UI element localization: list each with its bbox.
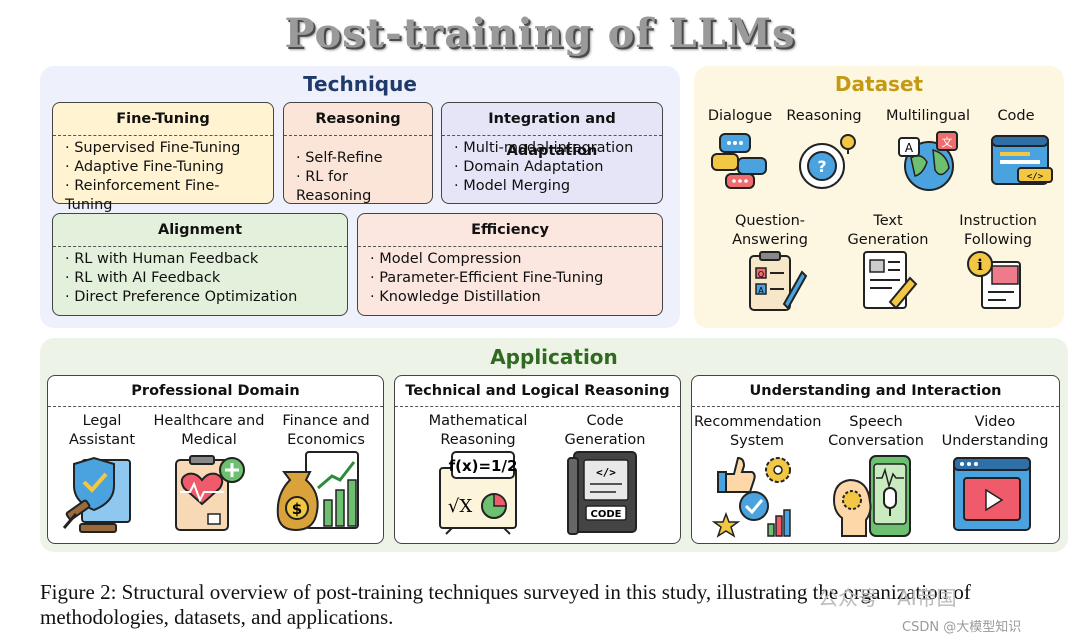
code-book-icon: </> CODE [567, 451, 637, 535]
svg-text:Q: Q [758, 270, 764, 279]
sqrt-text: √X [448, 496, 472, 517]
code-word-text: CODE [591, 509, 622, 520]
list-item: Self-Refine [296, 149, 424, 168]
list-item: Adaptive Fine-Tuning [65, 158, 265, 177]
code-window-icon: </> [991, 135, 1053, 185]
medical-clipboard-icon [175, 455, 245, 531]
clipboard-qa-icon: Q A [749, 251, 808, 311]
application-title: Application [490, 345, 618, 369]
document-pen-icon [863, 251, 918, 310]
globe-language-icon: A 文 [898, 131, 958, 191]
svg-text:$: $ [292, 500, 302, 518]
box-title: Integration and Adaptation [442, 103, 662, 159]
box-title: Alignment [53, 214, 347, 247]
svg-text:文: 文 [942, 135, 953, 149]
svg-text:?: ? [817, 157, 826, 176]
integration-box: Integration and Adaptation Multi-modal i… [441, 102, 663, 204]
head-microphone-icon [832, 455, 911, 537]
dataset-label-qa: Question-Answering [732, 213, 808, 248]
figure-caption: Figure 2: Structural overview of post-tr… [40, 580, 971, 629]
box-title: Fine-Tuning [53, 103, 273, 136]
watermark: 公众号 · AI帝国 [818, 586, 957, 610]
box-title: Efficiency [358, 214, 662, 247]
list-item: RL for Reasoning [296, 168, 424, 206]
list-item: Direct Preference Optimization [65, 288, 339, 307]
list-item: Knowledge Distillation [370, 288, 654, 307]
reasoning-box: Reasoning Self-Refine RL for Reasoning [283, 102, 433, 204]
lightbulb-question-icon: ? [799, 134, 856, 189]
box-title: Understanding and Interaction [692, 376, 1059, 407]
svg-text:</>: </> [1027, 172, 1044, 182]
shield-gavel-icon [62, 456, 131, 533]
efficiency-box: Efficiency Model Compression Parameter-E… [357, 213, 663, 316]
list-item: Multi-modal integration [454, 139, 654, 158]
csdn-credit: CSDN @大模型知识 [902, 620, 1022, 635]
alignment-box: Alignment RL with Human Feedback RL with… [52, 213, 348, 316]
video-player-icon [953, 457, 1031, 531]
dataset-label-multilingual: Multilingual [886, 108, 970, 124]
figure-title: Post-training of LLMs [284, 10, 796, 57]
code-tag-text: </> [596, 466, 616, 479]
thumbs-up-gear-icon [711, 456, 791, 538]
math-board-icon: f(x)=1/2 √X [439, 451, 518, 535]
svg-text:A: A [758, 286, 764, 295]
dataset-label-code: Code [997, 108, 1035, 124]
technique-title: Technique [303, 72, 417, 96]
svg-text:A: A [905, 141, 914, 155]
box-title: Professional Domain [48, 376, 383, 407]
money-bag-chart-icon: $ [276, 451, 359, 532]
list-item: RL with Human Feedback [65, 250, 339, 269]
list-item: Domain Adaptation [454, 158, 654, 177]
list-item: Model Compression [370, 250, 654, 269]
list-item: Reinforcement Fine-Tuning [65, 177, 265, 215]
list-item: Parameter-Efficient Fine-Tuning [370, 269, 654, 288]
chat-bubbles-icon [711, 133, 767, 189]
list-item: Supervised Fine-Tuning [65, 139, 265, 158]
formula-text: f(x)=1/2 [449, 457, 518, 475]
box-title: Technical and Logical Reasoning [395, 376, 680, 407]
svg-text:i: i [977, 256, 983, 274]
dataset-title: Dataset [834, 72, 924, 96]
info-document-icon: i [967, 251, 1021, 309]
dataset-label-dialogue: Dialogue [707, 108, 773, 124]
fine-tuning-box: Fine-Tuning Supervised Fine-Tuning Adapt… [52, 102, 274, 213]
list-item: RL with AI Feedback [65, 269, 339, 288]
list-item: Model Merging [454, 177, 654, 196]
dataset-label-reasoning: Reasoning [786, 108, 862, 124]
box-title: Reasoning [284, 103, 432, 136]
